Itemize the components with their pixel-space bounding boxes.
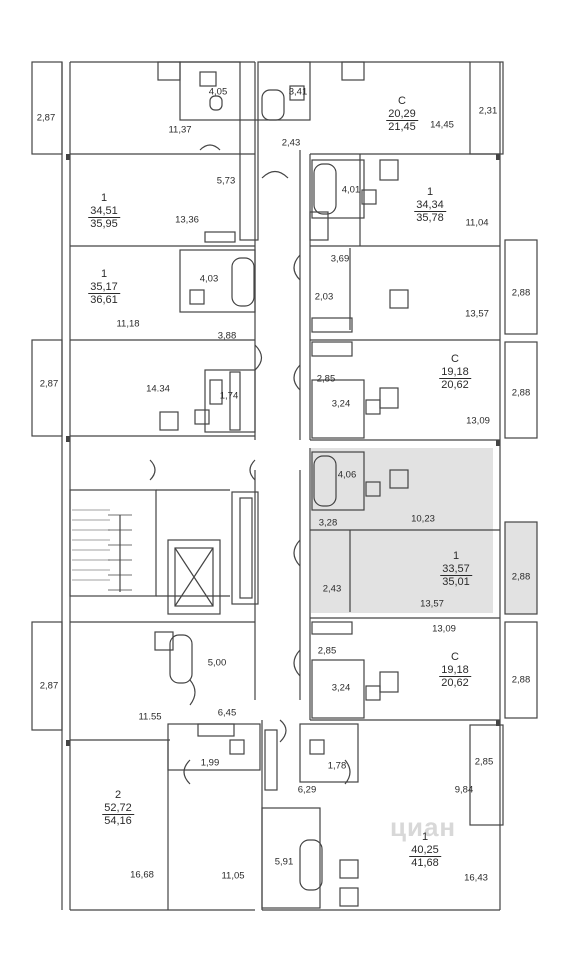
apartment-type: 1: [452, 550, 460, 562]
room-area: 3,24: [331, 682, 351, 694]
room-area: 11,18: [116, 318, 140, 330]
balcony-right-5: [504, 621, 538, 719]
apartment-label-1-left-a: 1 34,51 35,95: [88, 192, 120, 231]
room-area: 4,03: [199, 273, 219, 285]
room-area: 1,74: [219, 390, 239, 402]
balcony-right-6: [469, 724, 504, 826]
balcony-right-3: [504, 341, 538, 439]
apartment-type: 1: [100, 268, 108, 280]
living-area: 40,25: [409, 843, 441, 858]
living-area: 19,18: [439, 663, 471, 678]
living-area: 19,18: [439, 365, 471, 380]
total-area: 20,62: [441, 379, 469, 392]
total-area: 20,62: [441, 677, 469, 690]
room-area: 14,45: [430, 119, 454, 131]
living-area: 34,51: [88, 204, 120, 219]
room-area: 2,03: [314, 291, 334, 303]
apartment-label-studio-right-b: С 19,18 20,62: [439, 651, 471, 690]
apartment-type: 2: [114, 789, 122, 801]
living-area: 33,57: [440, 562, 472, 577]
room-area: 3,24: [331, 398, 351, 410]
room-area: 2,85: [317, 645, 337, 657]
total-area: 35,01: [442, 576, 470, 589]
stairwell: [69, 489, 157, 597]
room-area: 2,88: [511, 674, 531, 686]
room-area: 2,87: [36, 112, 56, 124]
living-area: 52,72: [102, 801, 134, 816]
apartment-label-1-highlight: 1 33,57 35,01: [440, 550, 472, 589]
apartment-type: 1: [421, 831, 429, 843]
room-area: 13,09: [466, 415, 490, 427]
room-area: 9,84: [454, 784, 474, 796]
balcony-left-2: [31, 339, 63, 437]
apartment-label-1-left-b: 1 35,17 36,61: [88, 268, 120, 307]
room-area: 11.55: [138, 711, 162, 723]
balcony-left-3: [31, 621, 63, 731]
room-area: 5,00: [207, 657, 227, 669]
room-area: 16,43: [464, 872, 488, 884]
room-area: 2,43: [322, 583, 342, 595]
apartment-type: С: [451, 651, 459, 663]
room-area: 2,31: [478, 105, 498, 117]
room-area: 13,09: [432, 623, 456, 635]
total-area: 35,78: [416, 212, 444, 225]
room-area: 6,29: [297, 784, 317, 796]
total-area: 35,95: [90, 218, 118, 231]
room-area: 5,73: [216, 175, 236, 187]
balcony-left-1: [31, 61, 63, 155]
room-area: 4,05: [208, 86, 228, 98]
room-area: 2,87: [39, 378, 59, 390]
room-area: 11,37: [168, 124, 192, 136]
room-area: 10,23: [411, 513, 435, 525]
room-area: 5,91: [274, 856, 294, 868]
outer-wall-left: [61, 62, 71, 910]
total-area: 36,61: [90, 294, 118, 307]
room-area: 3,69: [330, 253, 350, 265]
watermark: циан: [390, 812, 457, 842]
room-area: 6,45: [217, 707, 237, 719]
apartment-type: 1: [100, 192, 108, 204]
room-area: 11,04: [465, 217, 489, 229]
room-area: 2,85: [316, 373, 336, 385]
total-area: 41,68: [411, 857, 439, 870]
living-area: 34,34: [414, 198, 446, 213]
apartment-type: С: [451, 353, 459, 365]
room-area: 3,88: [217, 330, 237, 342]
total-area: 21,45: [388, 121, 416, 134]
room-area: 13,36: [175, 214, 199, 226]
room-area: 2,87: [39, 680, 59, 692]
room-area: 14.34: [146, 383, 170, 395]
room-area: 4,06: [337, 469, 357, 481]
room-area: 3,28: [318, 517, 338, 529]
room-area: 16,68: [130, 869, 154, 881]
room-area: 1,99: [200, 757, 220, 769]
room-area: 2,85: [474, 756, 494, 768]
room-area: 2,88: [511, 387, 531, 399]
lift-shaft: [167, 539, 221, 615]
living-area: 35,17: [88, 280, 120, 295]
room-area: 2,43: [281, 137, 301, 149]
room-area: 3,41: [288, 86, 308, 98]
balcony-right-2: [504, 239, 538, 335]
room-area: 2,88: [511, 571, 531, 583]
living-area: 20,29: [386, 107, 418, 122]
apartment-label-1-bottom-right: 1 40,25 41,68: [409, 831, 441, 870]
room-area: 2,88: [511, 287, 531, 299]
room-area: 11,05: [221, 870, 245, 882]
apartment-type: 1: [426, 186, 434, 198]
apartment-label-studio-top: С 20,29 21,45: [386, 95, 418, 134]
apartment-type: С: [398, 95, 406, 107]
room-area: 1,78: [327, 760, 347, 772]
apartment-label-2-left: 2 52,72 54,16: [102, 789, 134, 828]
balcony-right-4: [504, 521, 538, 615]
total-area: 54,16: [104, 815, 132, 828]
room-area: 13,57: [465, 308, 489, 320]
apartment-label-studio-right-a: С 19,18 20,62: [439, 353, 471, 392]
room-area: 13,57: [420, 598, 444, 610]
room-area: 4,01: [341, 184, 361, 196]
apartment-label-1-right-a: 1 34,34 35,78: [414, 186, 446, 225]
